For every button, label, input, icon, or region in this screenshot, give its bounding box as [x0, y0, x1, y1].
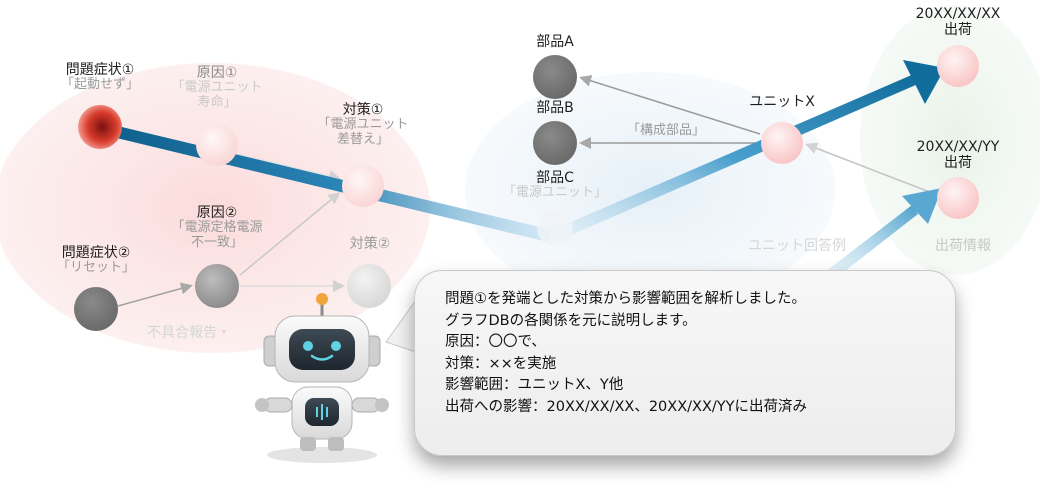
analysis-arrow-lower-head [902, 188, 942, 224]
label-cause1-title: 原因① [196, 65, 238, 81]
label-ship1: 20XX/XX/XX 出荷 [908, 6, 1008, 38]
robot-assistant [255, 293, 389, 463]
node-measure1[interactable] [342, 165, 384, 207]
label-cause2-sub1: 「電源定格電源 [171, 220, 263, 236]
node-measure2[interactable] [347, 264, 391, 308]
analysis-arrow-right-head [903, 60, 945, 104]
node-cause2[interactable] [195, 264, 239, 308]
label-component-edge: 「構成部品」 [616, 123, 716, 139]
label-unitX-title: ユニットX [749, 94, 815, 110]
bubble-line-5: 影響範囲：ユニットX、Y他 [445, 377, 624, 393]
label-ship2: 20XX/XX/YY 出荷 [908, 139, 1008, 171]
node-ship2[interactable] [937, 177, 979, 219]
bubble-line-6: 出荷への影響：20XX/XX/XX、20XX/XX/YYに出荷済み [445, 398, 807, 415]
edge-ship2-unit [805, 142, 941, 197]
bubble-line-4: 対策：××を実施 [445, 355, 557, 372]
bubble-line-1: 問題①を発端とした対策から影響範囲を解析しました。 [445, 291, 806, 307]
node-partA[interactable] [533, 55, 577, 99]
label-unitX: ユニットX [737, 94, 827, 110]
label-measure1-sub2: 差替え」 [336, 132, 389, 148]
node-cause1[interactable] [196, 124, 238, 166]
bubble-line-2: グラフDBの各関係を元に説明します。 [445, 312, 697, 329]
edge-symptom2-cause2 [117, 282, 193, 307]
label-measure2: 対策② [330, 236, 410, 252]
node-ship1[interactable] [937, 45, 979, 87]
label-partA: 部品A [515, 34, 595, 50]
label-component-edge-text: 「構成部品」 [626, 123, 705, 138]
node-partB[interactable] [533, 121, 577, 165]
label-ship1-date: 20XX/XX/XX [915, 6, 1001, 22]
label-partA-title: 部品A [536, 34, 574, 50]
node-partC[interactable] [537, 210, 573, 246]
label-symptom2-sub: 「リセット」 [56, 260, 135, 276]
label-cause2-title: 原因② [196, 205, 238, 221]
shipping-info-area [860, 5, 1040, 275]
assistant-speech-bubble: 問題①を発端とした対策から影響範囲を解析しました。 グラフDBの各関係を元に説明… [414, 270, 956, 456]
label-symptom1-title: 問題症状① [65, 62, 135, 78]
node-symptom2[interactable] [74, 287, 118, 331]
label-cause1-sub1: 「電源ユニット [171, 80, 263, 96]
label-cause2: 原因② 「電源定格電源 不一致」 [162, 205, 272, 251]
bubble-line-3: 原因：〇〇で、 [445, 334, 546, 350]
edge-cause1-measure1 [237, 153, 341, 182]
label-symptom2-title: 問題症状② [61, 245, 131, 261]
label-cause1: 原因① 「電源ユニット 寿命」 [162, 65, 272, 111]
label-partB: 部品B [515, 100, 595, 116]
label-symptom1: 問題症状① 「起動せず」 [50, 62, 150, 93]
label-symptom2: 問題症状② 「リセット」 [46, 245, 146, 276]
edge-unit-partA [579, 74, 761, 135]
label-symptom1-sub: 「起動せず」 [60, 77, 139, 93]
label-measure2-title: 対策② [349, 236, 391, 252]
label-ship1-ship: 出荷 [944, 22, 972, 39]
node-symptom1[interactable] [78, 105, 122, 149]
label-partC-title: 部品C [536, 170, 574, 186]
label-ship2-date: 20XX/XX/YY [916, 139, 1000, 155]
group-label-defect-report: 不具合報告・ [147, 325, 231, 341]
label-partB-title: 部品B [536, 100, 574, 116]
analysis-arrow-right [548, 74, 918, 242]
label-partC: 部品C 「電源ユニット」 [495, 170, 615, 201]
label-cause2-sub2: 不一致」 [190, 235, 243, 251]
node-unitX[interactable] [761, 122, 803, 164]
label-measure1-sub1: 「電源ユニット [317, 117, 409, 133]
label-ship2-ship: 出荷 [944, 155, 972, 172]
label-cause1-sub2: 寿命」 [197, 95, 237, 111]
speech-bubble-tail [385, 298, 417, 353]
label-measure1: 対策① 「電源ユニット 差替え」 [308, 102, 418, 148]
edge-cause2-measure1 [239, 192, 341, 276]
group-label-shipping-info: 出荷情報 [935, 238, 991, 254]
label-measure1-title: 対策① [342, 102, 384, 118]
label-partC-sub: 「電源ユニット」 [502, 185, 607, 201]
group-label-unit-answer: ユニット回答例 [748, 238, 846, 254]
